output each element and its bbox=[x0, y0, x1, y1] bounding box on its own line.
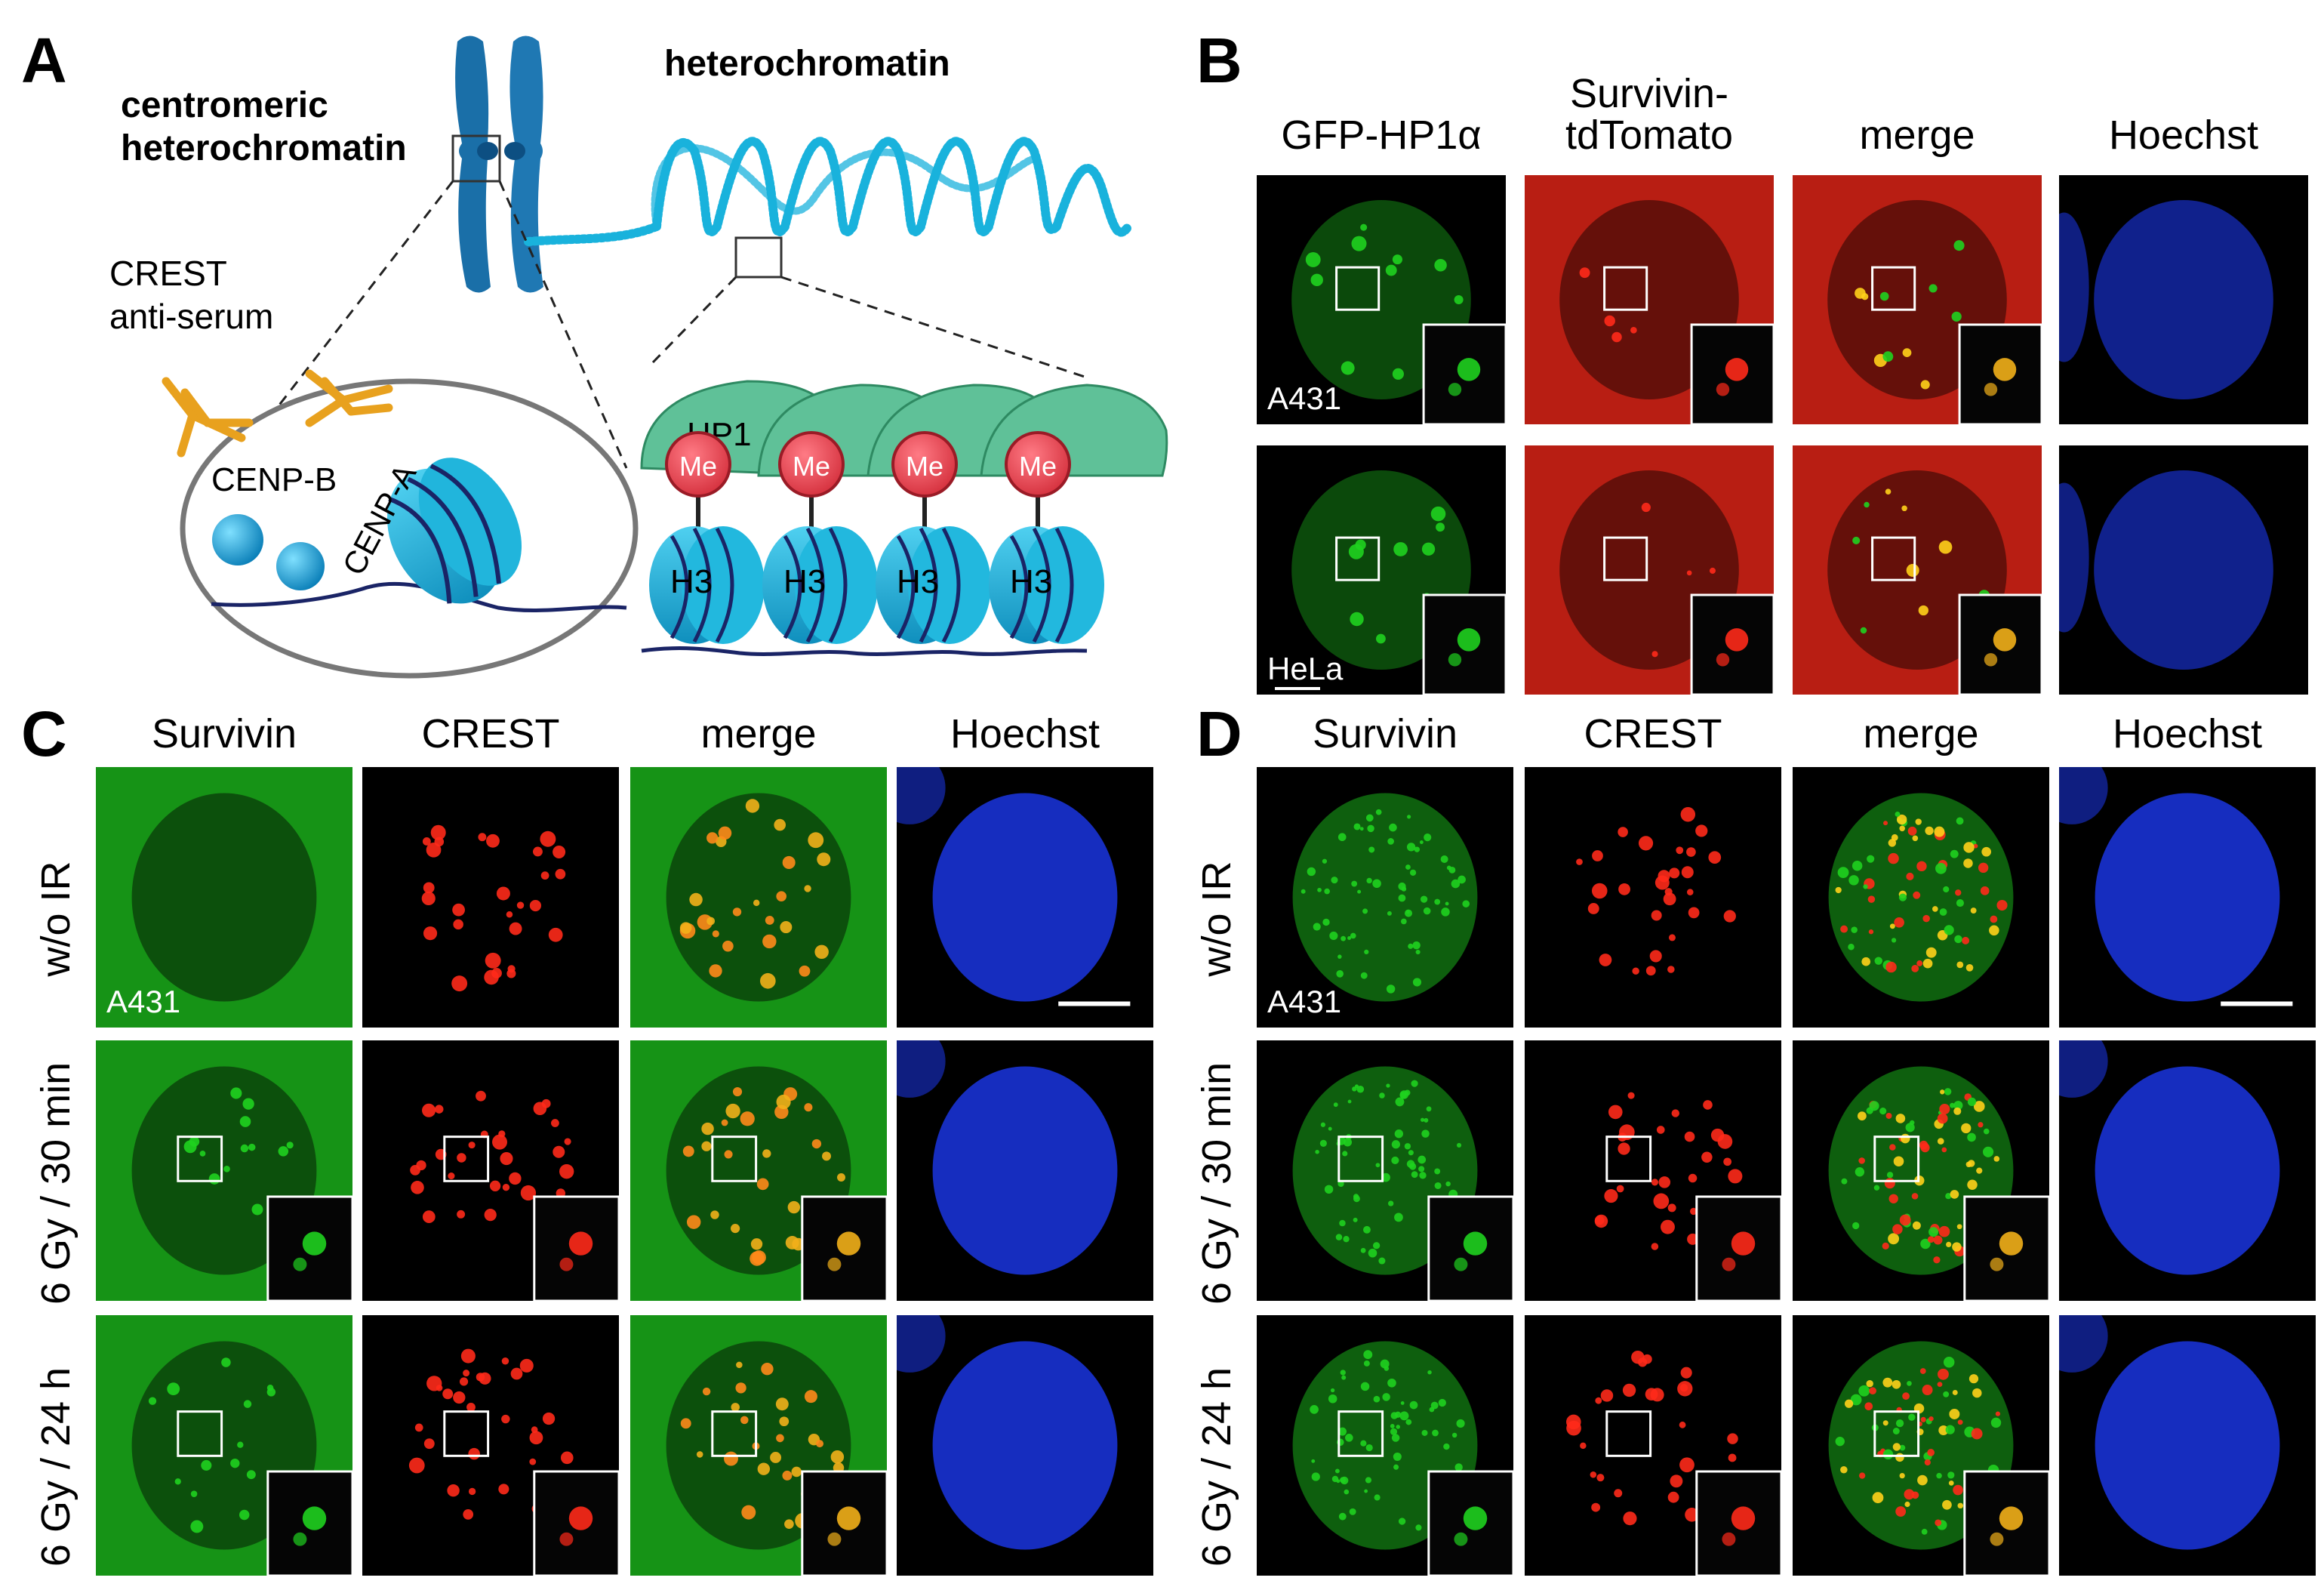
centromeric-label-line2: heterochromatin bbox=[121, 128, 407, 168]
h3-label: H3 bbox=[1010, 563, 1052, 600]
panel-d-hoechst-r1 bbox=[2059, 767, 2316, 1028]
panel-b-gfp-hp1a-r2: HeLa bbox=[1257, 445, 1506, 695]
panel-c-merge-r1 bbox=[630, 767, 887, 1028]
centromere-inset: CENP-B CENP-A bbox=[162, 369, 639, 679]
panel-c-col-survivin: Survivin bbox=[151, 711, 297, 756]
cell-line-label: A431 bbox=[1267, 984, 1342, 1019]
panel-d-merge-r3 bbox=[1793, 1315, 2049, 1576]
panel-c-crest-r1 bbox=[362, 767, 619, 1028]
panel-b-col-merge: merge bbox=[1859, 112, 1975, 158]
panel-b-gfp-hp1a-r1: A431 bbox=[1257, 175, 1506, 424]
cenp-b-protein-icon bbox=[276, 542, 325, 590]
panel-d-row-control: w/o IR bbox=[1194, 861, 1239, 977]
me-label: Me bbox=[679, 451, 717, 482]
panel-b-col-survivin: Survivin- bbox=[1569, 71, 1729, 116]
cell-line-label: A431 bbox=[106, 984, 181, 1019]
panel-d-merge-r2 bbox=[1793, 1040, 2049, 1301]
panel-d-crest-r1 bbox=[1525, 767, 1781, 1028]
panel-d-crest-r3 bbox=[1525, 1315, 1781, 1576]
panel-c-col-crest: CREST bbox=[421, 711, 560, 756]
panel-d-row-24h: 6 Gy / 24 h bbox=[1194, 1367, 1239, 1567]
panel-d-crest-r2 bbox=[1525, 1040, 1781, 1301]
cell-line-label: HeLa bbox=[1267, 651, 1344, 686]
methyl-mark-icon bbox=[665, 431, 1071, 498]
panel-b-col-tdtomato: tdTomato bbox=[1565, 112, 1734, 158]
panel-d-col-merge: merge bbox=[1863, 711, 1979, 756]
panel-c-row-24h: 6 Gy / 24 h bbox=[33, 1367, 78, 1567]
me-label: Me bbox=[906, 451, 943, 482]
crest-label-line1: CREST bbox=[109, 254, 227, 293]
panel-b-hoechst-r1 bbox=[2059, 175, 2308, 424]
panel-c-hoechst-r2 bbox=[897, 1040, 1153, 1301]
panel-c-survivin-r2 bbox=[96, 1040, 352, 1301]
panel-c-col-hoechst: Hoechst bbox=[950, 711, 1100, 756]
me-label: Me bbox=[793, 451, 830, 482]
panel-d-survivin-r1: A431 bbox=[1257, 767, 1513, 1028]
panel-d-row-30min: 6 Gy / 30 min bbox=[1194, 1062, 1239, 1305]
panel-d-hoechst-r2 bbox=[2059, 1040, 2316, 1301]
panel-b-hoechst-r2 bbox=[2059, 445, 2308, 695]
panel-d-col-survivin: Survivin bbox=[1312, 711, 1458, 756]
cenp-b-label: CENP-B bbox=[211, 461, 337, 498]
panel-c-row-30min: 6 Gy / 30 min bbox=[33, 1062, 78, 1305]
centromeric-label-line1: centromeric bbox=[121, 85, 328, 125]
panel-b-col-gfp-hp1a: GFP-HP1α bbox=[1281, 112, 1482, 158]
crest-label-line2: anti-serum bbox=[109, 297, 273, 336]
panel-label-b: B bbox=[1196, 25, 1242, 96]
panel-c-crest-r2 bbox=[362, 1040, 619, 1301]
panel-c-survivin-r3 bbox=[96, 1315, 352, 1576]
cell-line-label: A431 bbox=[1267, 381, 1342, 416]
panel-d-col-crest: CREST bbox=[1584, 711, 1722, 756]
panel-d-survivin-r2 bbox=[1257, 1040, 1513, 1301]
panel-c-crest-r3 bbox=[362, 1315, 619, 1576]
scale-bar bbox=[1275, 687, 1320, 690]
panel-c-col-merge: merge bbox=[700, 711, 817, 756]
panel-d-survivin-r3 bbox=[1257, 1315, 1513, 1576]
chromatin-fiber-icon bbox=[524, 137, 1133, 246]
panel-label-a: A bbox=[21, 25, 67, 96]
panel-label-c: C bbox=[21, 698, 67, 769]
panel-b-survivin-tdtomato-r1 bbox=[1525, 175, 1774, 424]
panel-c-merge-r3 bbox=[630, 1315, 887, 1576]
panel-c-merge-r2 bbox=[630, 1040, 887, 1301]
centromere-zoom-box bbox=[451, 134, 501, 183]
heterochromatin-title: heterochromatin bbox=[664, 44, 950, 84]
cenp-b-protein-icon bbox=[212, 514, 263, 565]
h3-label: H3 bbox=[897, 563, 939, 600]
heterochromatin-zoom-box bbox=[734, 236, 783, 279]
panel-c-row-control: w/o IR bbox=[33, 861, 78, 977]
panel-b-merge-r2 bbox=[1793, 445, 2042, 695]
panel-d-hoechst-r3 bbox=[2059, 1315, 2316, 1576]
crest-antibody-icon bbox=[305, 369, 393, 427]
panel-b-survivin-tdtomato-r2 bbox=[1525, 445, 1774, 695]
h3-label: H3 bbox=[783, 563, 826, 600]
panel-c-survivin-r1: A431 bbox=[96, 767, 352, 1028]
heterochromatin-inset: HP1 bbox=[640, 380, 1168, 656]
h3-label: H3 bbox=[670, 563, 713, 600]
panel-c-hoechst-r1 bbox=[897, 767, 1153, 1028]
cenp-a-nucleosome-icon bbox=[386, 458, 522, 604]
h3-nucleosome-row bbox=[641, 464, 1104, 656]
panel-d-merge-r1 bbox=[1793, 767, 2049, 1028]
chromatin-schematic: CENP-B CENP-A HP1 bbox=[109, 35, 1168, 679]
chromosome-icon bbox=[455, 35, 543, 293]
panel-b-merge-r1 bbox=[1793, 175, 2042, 424]
me-label: Me bbox=[1019, 451, 1057, 482]
panel-d-col-hoechst: Hoechst bbox=[2112, 711, 2263, 756]
panel-label-d: D bbox=[1196, 698, 1242, 769]
panel-c-hoechst-r3 bbox=[897, 1315, 1153, 1576]
crest-antibody-icon bbox=[162, 377, 254, 458]
panel-b-col-hoechst: Hoechst bbox=[2108, 112, 2259, 158]
